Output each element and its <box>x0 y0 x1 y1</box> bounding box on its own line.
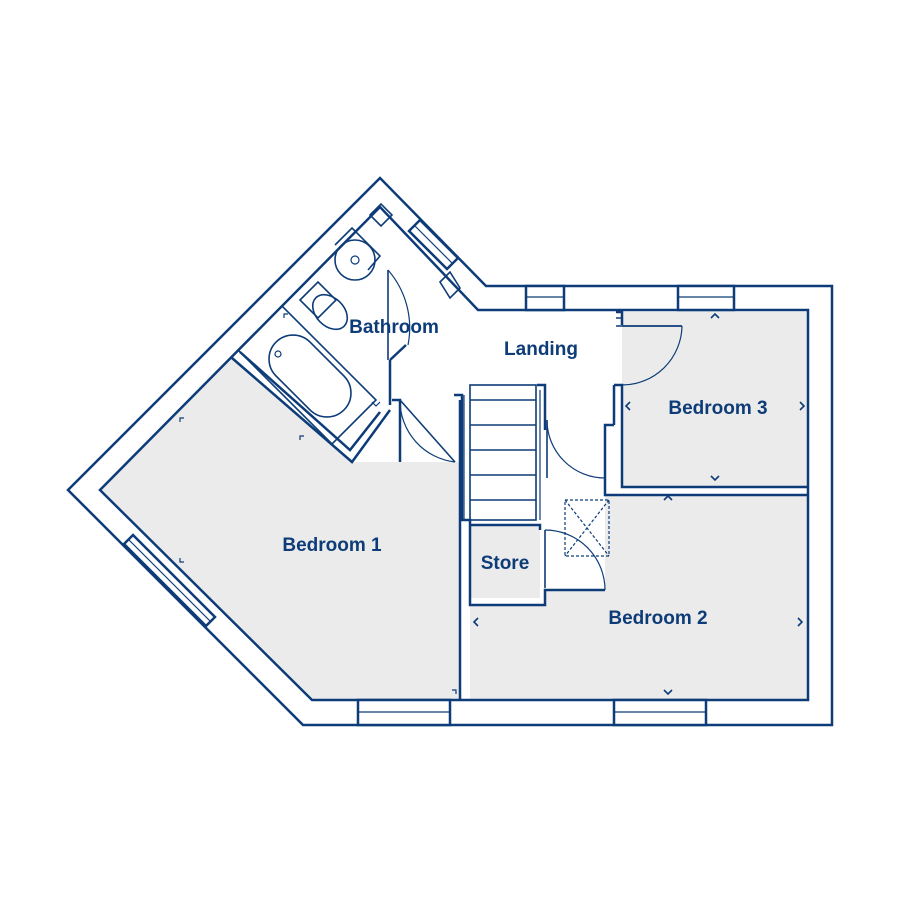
bathroom-fixtures <box>236 202 462 446</box>
window-bedroom3 <box>676 284 736 312</box>
floor-fills <box>100 312 808 700</box>
toilet-icon <box>298 280 349 331</box>
outer-walls <box>66 176 834 727</box>
bathroom-door <box>387 269 411 360</box>
internal-walls <box>231 310 808 700</box>
inner-wall-outline <box>98 205 810 702</box>
label-store: Store <box>481 553 530 574</box>
bathroom-landing-wall <box>388 344 407 405</box>
store-door <box>544 529 606 591</box>
bathroom-corner-shelf <box>368 202 462 300</box>
outer-wall-outline <box>66 176 834 727</box>
bath-icon <box>236 304 378 446</box>
window-bedroom1-left <box>122 533 217 628</box>
label-landing: Landing <box>504 339 578 360</box>
window-bedroom2-bottom <box>612 698 708 727</box>
label-bedroom-1: Bedroom 1 <box>282 535 382 556</box>
basin-icon <box>334 226 382 281</box>
bathroom-wall-diagonal <box>231 357 392 464</box>
bedroom3-walls <box>603 310 808 497</box>
label-bedroom-2: Bedroom 2 <box>608 608 707 629</box>
store-floor <box>470 525 540 598</box>
window-bedroom1-bottom <box>356 698 452 727</box>
window-landing <box>524 284 566 312</box>
bedroom-3-floor <box>622 312 808 487</box>
bedroom2-door <box>546 419 606 479</box>
window-bathroom <box>407 218 460 271</box>
label-bedroom-3: Bedroom 3 <box>668 398 767 419</box>
bedroom-1-floor <box>100 358 460 700</box>
staircase-icon <box>463 384 541 521</box>
doors <box>387 269 683 591</box>
label-bathroom: Bathroom <box>349 317 439 338</box>
stairs-enclosure <box>454 383 605 607</box>
room-labels: Bathroom Landing Bedroom 1 Bedroom 2 Bed… <box>282 317 767 629</box>
corner-marks <box>179 312 806 696</box>
bedroom1-door <box>399 399 456 463</box>
bedroom-2-floor <box>470 495 808 700</box>
windows <box>122 218 736 727</box>
bedroom3-door <box>621 325 683 386</box>
loft-hatch-icon <box>564 499 610 557</box>
